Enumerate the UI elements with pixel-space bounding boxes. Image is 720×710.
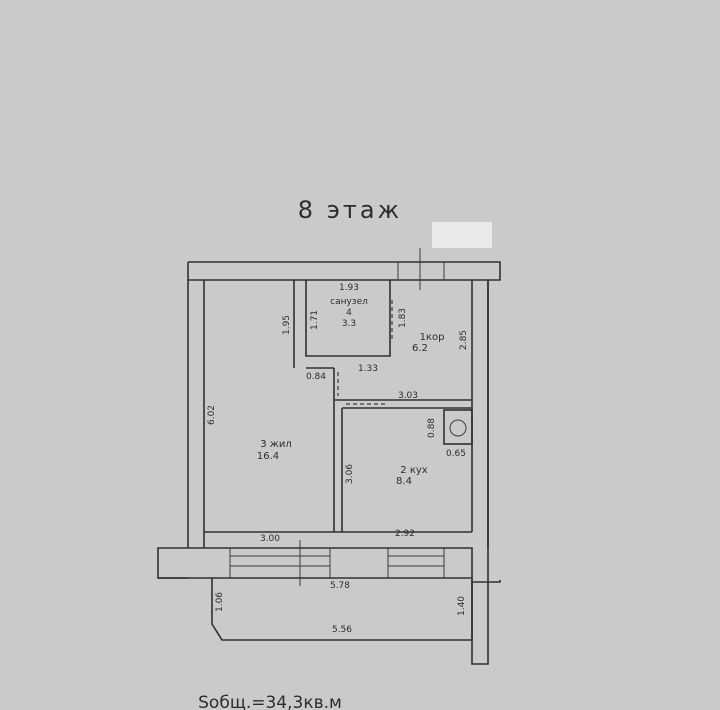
living-label: 3 жил bbox=[260, 439, 291, 450]
dim-hall-width: 1.33 bbox=[358, 364, 378, 374]
living-area: 16.4 bbox=[257, 451, 279, 462]
dim-balcony-left: 1.06 bbox=[215, 592, 225, 612]
window-top bbox=[397, 248, 445, 290]
outer-wall-right bbox=[471, 280, 489, 548]
bathroom-name: санузел bbox=[330, 297, 368, 307]
redaction-patch bbox=[432, 222, 492, 248]
kitchen-area: 8.4 bbox=[396, 476, 412, 487]
stove bbox=[443, 409, 473, 445]
dim-bath-left: 1.95 bbox=[282, 315, 292, 335]
stove-burner bbox=[449, 419, 467, 437]
dim-corridor: 2.85 bbox=[459, 330, 469, 350]
dim-bath-width: 1.93 bbox=[339, 283, 359, 293]
bathroom-number: 4 bbox=[346, 308, 352, 318]
corridor-area: 6.2 bbox=[412, 343, 428, 354]
floor-title: 8 этаж bbox=[298, 196, 402, 224]
window-bottom-right bbox=[387, 548, 445, 578]
dim-bath-right: 1.83 bbox=[398, 308, 408, 328]
dim-balcony-outer: 5.78 bbox=[330, 581, 350, 591]
balcony-right-wall bbox=[471, 580, 501, 665]
dim-stove-height: 0.88 bbox=[427, 418, 437, 438]
bathroom-walls bbox=[293, 280, 391, 369]
dim-bath-inner: 1.71 bbox=[310, 310, 320, 330]
dim-stove-width: 0.65 bbox=[446, 449, 466, 459]
dim-living-width: 3.00 bbox=[260, 534, 280, 544]
dim-kitchen-width: 2.92 bbox=[395, 529, 415, 539]
balcony bbox=[158, 577, 473, 641]
corridor-label: 1кор bbox=[420, 332, 445, 343]
bathroom-area: 3.3 bbox=[342, 319, 356, 329]
total-area: Sобщ.=34,3кв.м bbox=[198, 693, 342, 710]
outer-wall bbox=[157, 261, 501, 583]
dim-hall-offset: 0.84 bbox=[306, 372, 326, 382]
dim-living-height: 6.02 bbox=[207, 405, 217, 425]
window-bottom-left bbox=[229, 540, 331, 586]
dim-kitchen-height: 3.06 bbox=[345, 464, 355, 484]
dim-balcony-inner: 5.56 bbox=[332, 625, 352, 635]
dim-kitchen-top: 3.03 bbox=[398, 391, 418, 401]
hall-partition bbox=[333, 368, 472, 532]
dim-balcony-right: 1.40 bbox=[457, 596, 467, 616]
outer-wall-left bbox=[187, 262, 488, 548]
kitchen-label: 2 кух bbox=[400, 465, 427, 476]
